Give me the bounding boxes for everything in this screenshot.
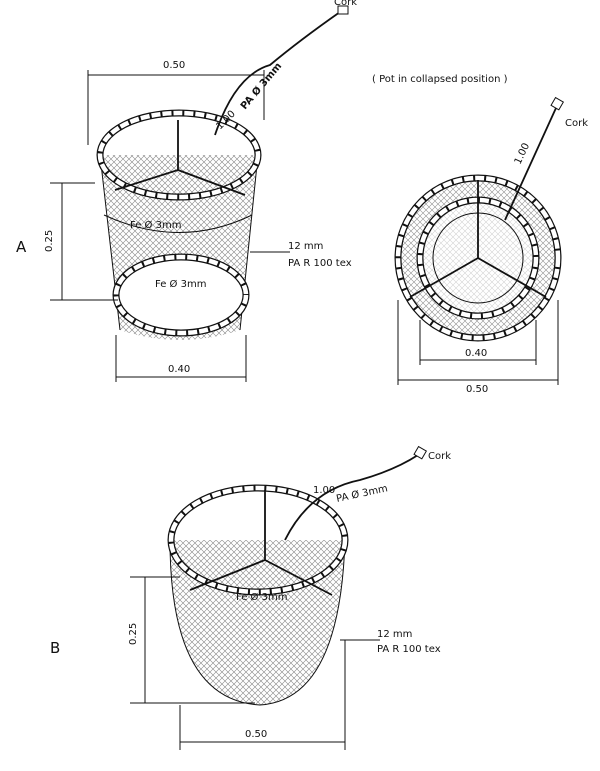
figure-a-label: A	[16, 238, 27, 256]
collapsed-line-length: 1.00	[513, 141, 532, 166]
netting-b: PA R 100 tex	[377, 644, 441, 655]
mesh-size-b: 12 mm	[377, 629, 412, 640]
diameter-b: 0.50	[245, 729, 267, 740]
bottom-diameter-a: 0.40	[168, 364, 190, 375]
height-a: 0.25	[44, 230, 55, 252]
collapsed-cork: Cork	[565, 118, 588, 129]
collapsed-caption: ( Pot in collapsed position )	[372, 74, 508, 85]
line-length-b: 1.00	[313, 485, 335, 496]
ring-lower-a: Fe Ø 3mm	[155, 278, 206, 290]
collapsed-outer-diameter: 0.50	[466, 384, 488, 395]
dim-top-diameter-a	[87, 70, 265, 145]
height-b: 0.25	[128, 623, 139, 645]
collapsed-inner-diameter: 0.40	[465, 348, 487, 359]
ring-upper-a: Fe Ø 3mm	[130, 219, 181, 231]
ring-b: Fe Ø 3mm	[236, 591, 287, 603]
pot-b-side-view	[167, 445, 428, 706]
mesh-size-a: 12 mm	[288, 241, 323, 252]
figure-b-label: B	[50, 639, 60, 657]
top-diameter-a: 0.50	[163, 60, 185, 71]
dim-height-a	[50, 182, 118, 301]
pot-a-collapsed-view	[394, 96, 565, 342]
cork-label-a-visible: Cork	[334, 0, 357, 8]
cork-label-b: Cork	[428, 451, 451, 462]
netting-a: PA R 100 tex	[288, 258, 352, 269]
pot-a-side-view	[96, 5, 349, 340]
